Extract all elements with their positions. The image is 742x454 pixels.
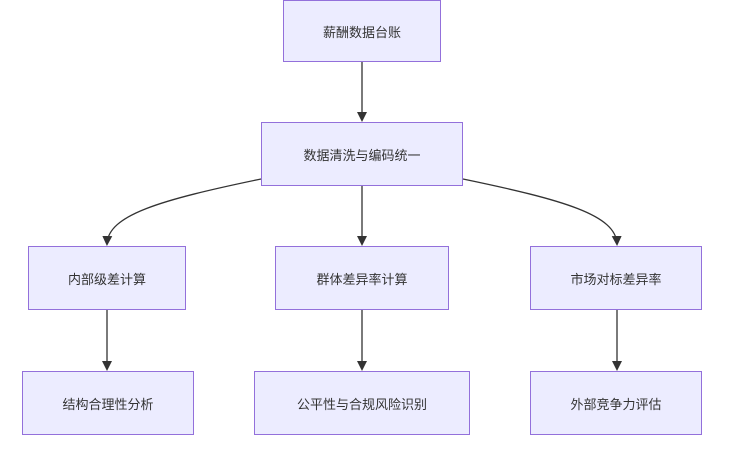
node-data-cleaning: 数据清洗与编码统一 [261, 122, 463, 186]
node-group-diff-rate: 群体差异率计算 [275, 246, 449, 310]
edge-clean-to-internal [102, 178, 262, 246]
node-salary-ledger: 薪酬数据台账 [283, 0, 441, 62]
node-label: 公平性与合规风险识别 [296, 397, 427, 413]
edge-clean-to-market [462, 178, 622, 246]
node-internal-grade-diff: 内部级差计算 [28, 246, 186, 310]
node-label: 市场对标差异率 [570, 272, 662, 288]
node-label: 群体差异率计算 [316, 272, 408, 288]
node-label: 外部竞争力评估 [570, 397, 662, 413]
node-label: 数据清洗与编码统一 [303, 148, 421, 164]
node-label: 结构合理性分析 [62, 397, 154, 413]
node-label: 内部级差计算 [67, 272, 146, 288]
node-market-benchmark: 市场对标差异率 [530, 246, 702, 310]
node-structure-analysis: 结构合理性分析 [22, 371, 194, 435]
node-fairness-compliance: 公平性与合规风险识别 [254, 371, 470, 435]
node-label: 薪酬数据台账 [322, 25, 401, 41]
node-external-competitiveness: 外部竞争力评估 [530, 371, 702, 435]
